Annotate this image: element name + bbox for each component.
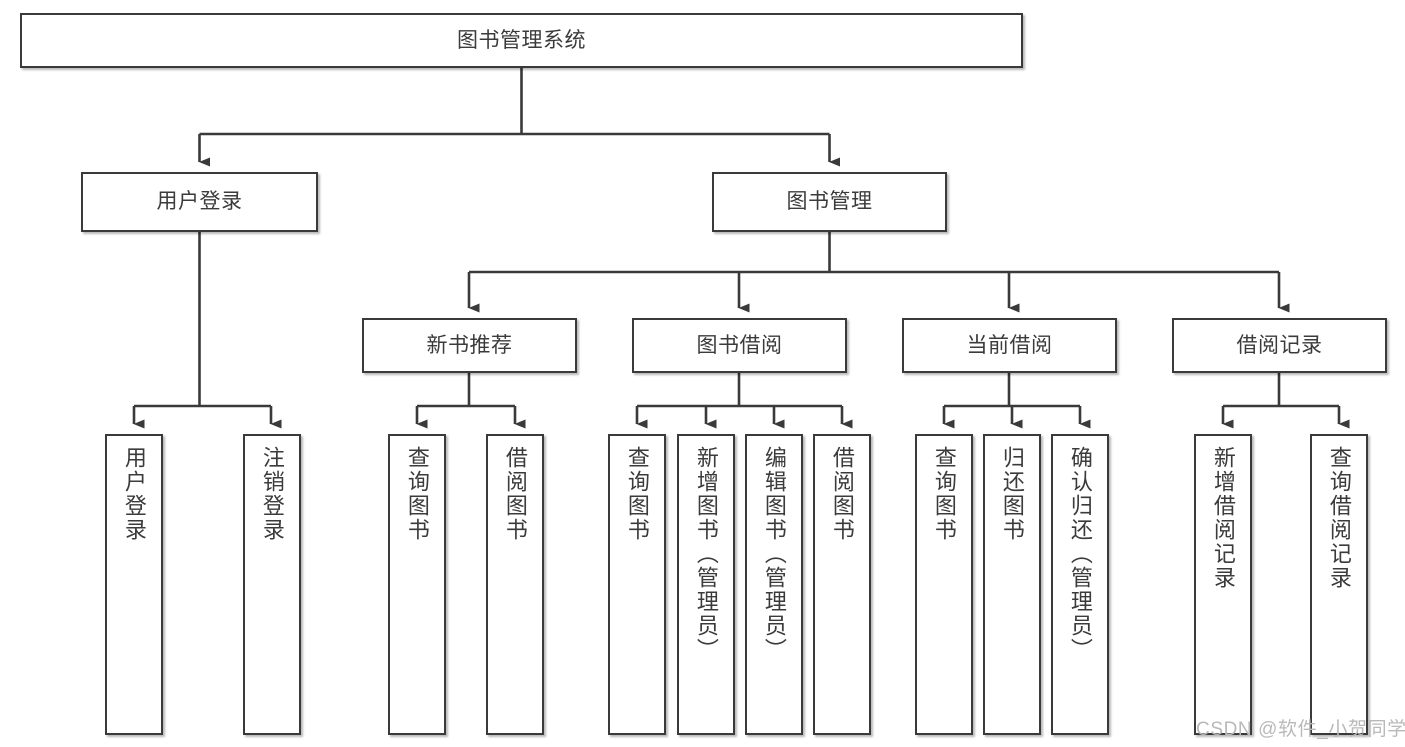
node-leaf-edit-book-label: 编辑图书（管理员） [761, 446, 787, 662]
node-book-borrow[interactable]: 图书借阅 [632, 318, 847, 373]
node-current-borrow-label: 当前借阅 [966, 333, 1053, 357]
node-leaf-query-book-2-label: 查询图书 [624, 446, 650, 542]
node-leaf-confirm-return-label: 确认归还（管理员） [1067, 446, 1093, 662]
node-leaf-add-book[interactable]: 新增图书（管理员） [677, 434, 735, 735]
node-new-book-recommend-label: 新书推荐 [426, 333, 513, 357]
node-leaf-query-book-3[interactable]: 查询图书 [915, 434, 973, 735]
csdn-watermark: CSDN @软件_小贺同学 [1196, 719, 1405, 740]
node-current-borrow[interactable]: 当前借阅 [902, 318, 1117, 373]
node-root[interactable]: 图书管理系统 [20, 13, 1023, 68]
node-new-book-recommend[interactable]: 新书推荐 [362, 318, 577, 373]
node-root-label: 图书管理系统 [457, 28, 586, 52]
node-book-manage[interactable]: 图书管理 [712, 172, 947, 232]
node-leaf-query-record-label: 查询借阅记录 [1326, 446, 1352, 590]
node-leaf-edit-book[interactable]: 编辑图书（管理员） [745, 434, 803, 735]
node-book-borrow-label: 图书借阅 [696, 333, 783, 357]
node-leaf-query-book-1-label: 查询图书 [404, 446, 430, 542]
node-leaf-confirm-return[interactable]: 确认归还（管理员） [1051, 434, 1109, 735]
node-leaf-query-book-2[interactable]: 查询图书 [608, 434, 666, 735]
node-book-manage-label: 图书管理 [786, 190, 873, 214]
node-leaf-borrow-book-1-label: 借阅图书 [502, 446, 528, 542]
node-leaf-query-book-1[interactable]: 查询图书 [388, 434, 446, 735]
node-leaf-query-book-3-label: 查询图书 [931, 446, 957, 542]
node-borrow-record[interactable]: 借阅记录 [1172, 318, 1387, 373]
node-leaf-borrow-book-1[interactable]: 借阅图书 [486, 434, 544, 735]
node-leaf-user-login-label: 用户登录 [121, 446, 147, 542]
node-leaf-return-book[interactable]: 归还图书 [983, 434, 1041, 735]
node-leaf-borrow-book-2-label: 借阅图书 [829, 446, 855, 542]
node-leaf-user-login[interactable]: 用户登录 [105, 434, 163, 735]
node-leaf-add-record[interactable]: 新增借阅记录 [1194, 434, 1252, 735]
node-leaf-add-book-label: 新增图书（管理员） [693, 446, 719, 662]
node-leaf-return-book-label: 归还图书 [999, 446, 1025, 542]
node-leaf-user-logout[interactable]: 注销登录 [243, 434, 301, 735]
node-leaf-borrow-book-2[interactable]: 借阅图书 [813, 434, 871, 735]
node-leaf-add-record-label: 新增借阅记录 [1210, 446, 1236, 590]
node-leaf-query-record[interactable]: 查询借阅记录 [1310, 434, 1368, 735]
node-user-login-label: 用户登录 [156, 190, 243, 214]
node-leaf-user-logout-label: 注销登录 [259, 446, 285, 542]
node-borrow-record-label: 借阅记录 [1236, 333, 1323, 357]
node-user-login[interactable]: 用户登录 [81, 172, 318, 232]
